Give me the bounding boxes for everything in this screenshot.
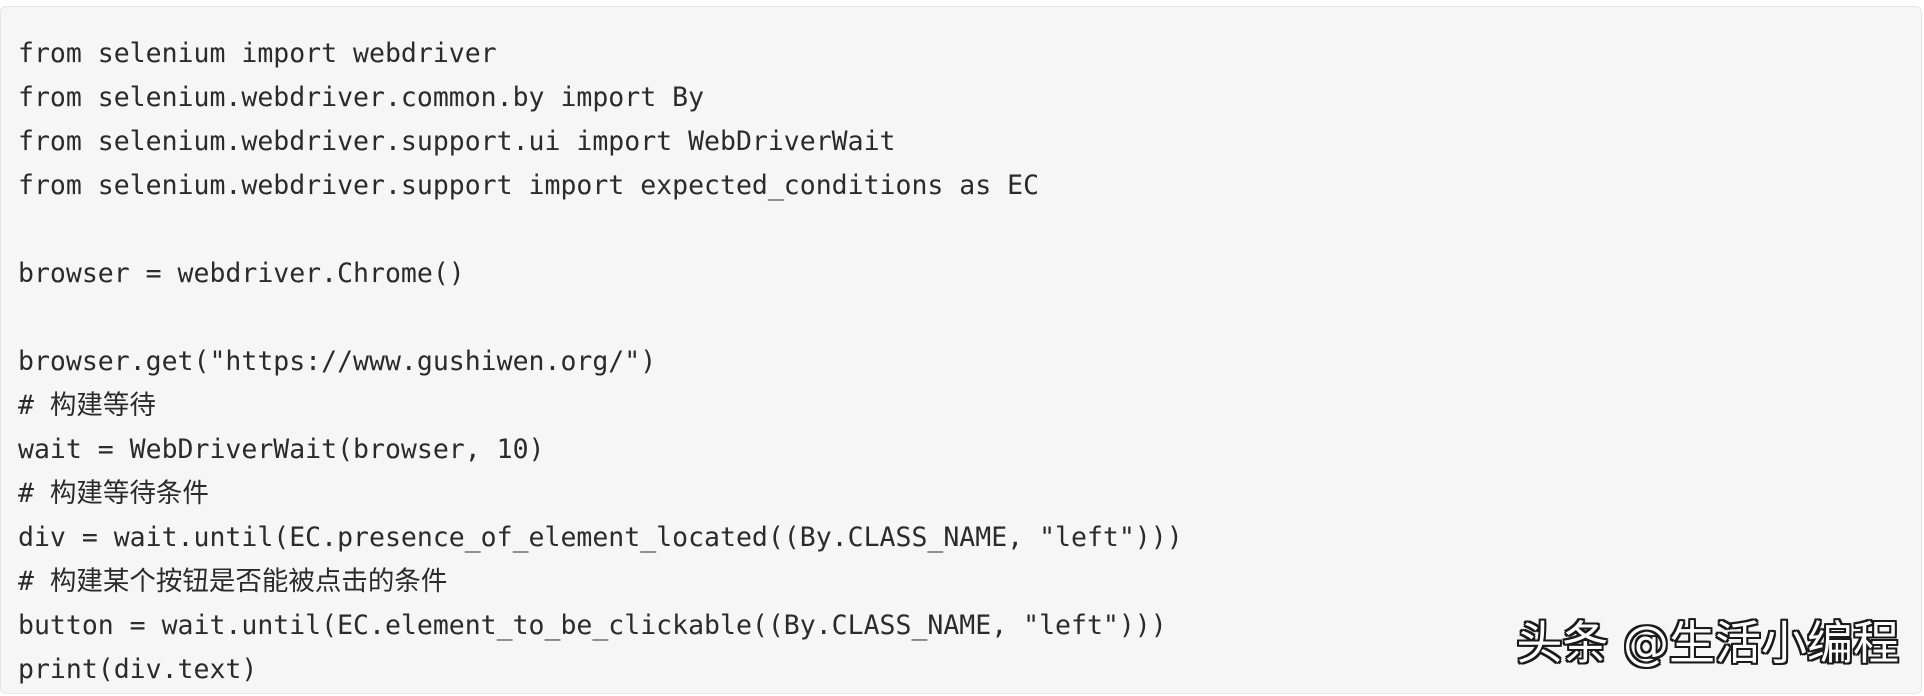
code-line: from selenium.webdriver.support import e… — [18, 170, 1040, 201]
code-line: wait = WebDriverWait(browser, 10) — [18, 434, 545, 465]
code-line: from selenium.webdriver.support.ui impor… — [18, 126, 896, 157]
code-line: browser.get("https://www.gushiwen.org/") — [18, 346, 657, 377]
code-block: from selenium import webdriver from sele… — [0, 6, 1922, 694]
code-line: div = wait.until(EC.presence_of_element_… — [18, 522, 1183, 553]
code-line: button = wait.until(EC.element_to_be_cli… — [18, 610, 1167, 641]
code-comment-line: # 构建等待条件 — [18, 478, 209, 509]
code-comment-line: # 构建某个按钮是否能被点击的条件 — [18, 566, 448, 597]
code-line — [18, 213, 1183, 257]
code-comment-line: # 构建等待 — [18, 390, 156, 421]
code-lines: from selenium import webdriver from sele… — [18, 37, 1183, 693]
code-line: browser = webdriver.Chrome() — [18, 258, 465, 289]
code-line: from selenium import webdriver — [18, 38, 497, 69]
code-line: print(div.text) — [18, 654, 258, 685]
code-line — [18, 301, 1183, 345]
watermark: 头条 @生活小编程 — [1516, 616, 1899, 670]
code-line: from selenium.webdriver.common.by import… — [18, 82, 705, 113]
